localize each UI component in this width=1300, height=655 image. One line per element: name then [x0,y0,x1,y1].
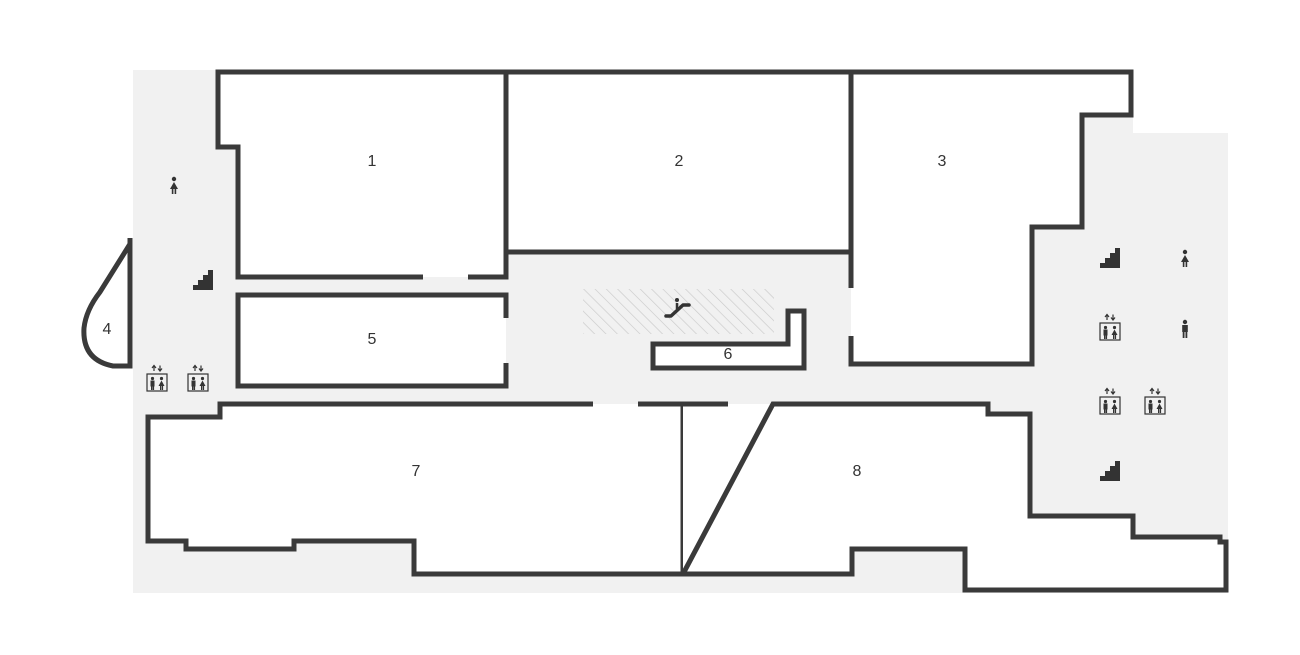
unit-7-label: 7 [412,463,421,480]
unit-8-label: 8 [853,463,862,480]
unit-6-wall [650,308,807,371]
unit-3-label: 3 [938,153,947,170]
unit-2-label: 2 [675,153,684,170]
unit-8-fill [683,404,1226,590]
unit-2[interactable]: 2 [503,69,854,255]
unit-2-fill [506,72,851,252]
unit-3-wall [848,69,1134,367]
unit-7-fill [148,404,683,574]
unit-8[interactable]: 8 [678,401,1229,593]
unit-5-fill [238,295,506,386]
unit-8-wall [678,401,1229,593]
units: 1 2 3 4 5 6 7 [81,69,1229,593]
unit-7[interactable]: 7 [145,401,686,577]
unit-5-wall [235,292,509,389]
escalator-void [583,289,774,334]
unit-3[interactable]: 3 [848,69,1134,367]
unit-5[interactable]: 5 [235,292,509,389]
unit-3-fill [851,72,1131,364]
unit-4[interactable]: 4 [81,238,133,369]
unit-4-fill [83,242,130,366]
unit-1[interactable]: 1 [215,69,509,280]
unit-4-label: 4 [103,321,112,338]
unit-7-wall [145,401,686,577]
unit-1-label: 1 [368,153,377,170]
unit-6-label: 6 [724,346,733,363]
unit-5-label: 5 [368,331,377,348]
unit-6-fill [653,311,804,368]
unit-4-wall [81,238,133,369]
unit-6[interactable]: 6 [650,308,807,371]
unit-1-fill [218,72,506,277]
